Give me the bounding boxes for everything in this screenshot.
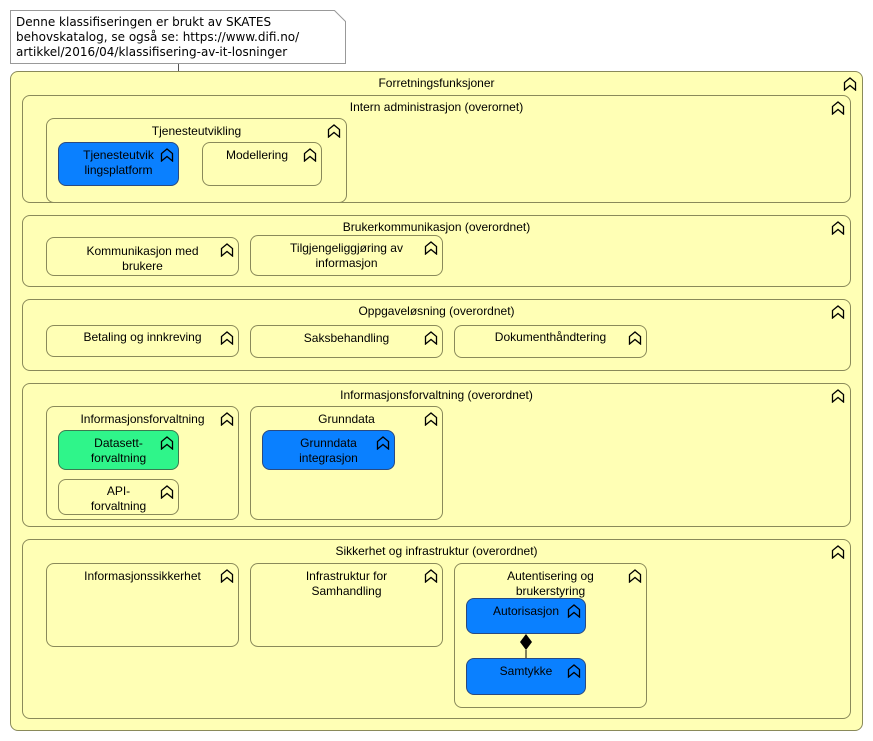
saksbehandling-box[interactable]: Saksbehandling <box>250 325 443 358</box>
api-forvaltning-box[interactable]: API- forvaltning <box>58 479 179 515</box>
samtykke-label: Samtykke <box>499 664 553 678</box>
business-function-icon <box>831 101 845 115</box>
modellering-box[interactable]: Modellering <box>202 142 322 186</box>
dokumenthandtering-label: Dokumenthåndtering <box>494 330 607 344</box>
business-function-icon <box>628 331 642 345</box>
tilgjengeliggjoring-box[interactable]: Tilgjengeliggjøring av informasjon <box>250 235 443 276</box>
informasjonsforvaltning-label: Informasjonsforvaltning <box>80 412 205 426</box>
kommunikasjon-med-brukere-box[interactable]: Kommunikasjon med brukere <box>46 237 239 276</box>
note-connector <box>178 64 179 71</box>
autentisering-brukerstyring-label: Autentisering og brukerstyring <box>507 569 594 598</box>
betaling-og-innkreving-box[interactable]: Betaling og innkreving <box>46 325 239 357</box>
grunndata-label: Grunndata <box>318 412 375 426</box>
kommunikasjon-med-brukere-label: Kommunikasjon med brukere <box>86 244 199 273</box>
tjenesteutviklingsplatform-label: Tjenesteutvik lingsplatform <box>83 148 154 177</box>
saksbehandling-label: Saksbehandling <box>303 331 390 345</box>
business-function-icon <box>424 241 438 255</box>
business-function-icon <box>424 569 438 583</box>
autorisasjon-label: Autorisasjon <box>492 604 560 618</box>
composition-relation <box>520 634 532 658</box>
business-function-icon <box>160 148 174 162</box>
tjenesteutvikling-label: Tjenesteutvikling <box>151 124 242 138</box>
datasett-forvaltning-box[interactable]: Datasett- forvaltning <box>58 430 179 470</box>
business-function-icon <box>220 569 234 583</box>
business-function-icon <box>831 221 845 235</box>
tjenesteutviklingsplatform-box[interactable]: Tjenesteutvik lingsplatform <box>58 142 179 186</box>
business-function-icon <box>327 124 341 138</box>
business-function-icon <box>160 485 174 499</box>
business-function-icon <box>303 148 317 162</box>
grunndata-integrasjon-label: Grunndata integrasjon <box>299 436 358 465</box>
business-function-icon <box>220 243 234 257</box>
business-function-icon <box>424 412 438 426</box>
informasjonssikkerhet-box[interactable]: Informasjonssikkerhet <box>46 563 239 647</box>
business-function-icon <box>567 664 581 678</box>
informasjonssikkerhet-label: Informasjonssikkerhet <box>84 569 201 583</box>
oppgavelosning-label: Oppgaveløsning (overordnet) <box>358 304 515 318</box>
brukerkommunikasjon-label: Brukerkommunikasjon (overordnet) <box>342 220 531 234</box>
modellering-label: Modellering <box>225 148 289 162</box>
business-function-icon <box>628 569 642 583</box>
infrastruktur-samhandling-box[interactable]: Infrastruktur for Samhandling <box>250 563 443 647</box>
api-forvaltning-label: API- forvaltning <box>90 484 147 513</box>
documentation-note: Denne klassifiseringen er brukt av SKATE… <box>10 10 346 64</box>
business-function-icon <box>831 389 845 403</box>
note-text: Denne klassifiseringen er brukt av SKATE… <box>16 15 300 59</box>
business-function-icon <box>160 436 174 450</box>
business-function-icon <box>831 545 845 559</box>
business-function-icon <box>567 604 581 618</box>
forretningsfunksjoner-label: Forretningsfunksjoner <box>378 76 495 90</box>
informasjonsforvaltning-group-label: Informasjonsforvaltning (overordnet) <box>340 388 533 402</box>
dokumenthandtering-box[interactable]: Dokumenthåndtering <box>454 325 647 358</box>
business-function-icon <box>843 77 857 91</box>
business-function-icon <box>424 331 438 345</box>
business-function-icon <box>376 436 390 450</box>
betaling-og-innkreving-label: Betaling og innkreving <box>83 330 202 344</box>
infrastruktur-samhandling-label: Infrastruktur for Samhandling <box>305 569 388 598</box>
autorisasjon-box[interactable]: Autorisasjon <box>466 598 586 634</box>
grunndata-integrasjon-box[interactable]: Grunndata integrasjon <box>262 430 395 470</box>
business-function-icon <box>831 305 845 319</box>
samtykke-box[interactable]: Samtykke <box>466 658 586 695</box>
intern-administrasjon-label: Intern administrasjon (overornet) <box>349 100 524 114</box>
business-function-icon <box>220 331 234 345</box>
business-function-icon <box>220 412 234 426</box>
note-fold-corner <box>334 10 346 22</box>
sikkerhet-infrastruktur-label: Sikkerhet og infrastruktur (overordnet) <box>335 544 538 558</box>
datasett-forvaltning-label: Datasett- forvaltning <box>90 436 147 465</box>
tilgjengeliggjoring-label: Tilgjengeliggjøring av informasjon <box>290 241 403 270</box>
